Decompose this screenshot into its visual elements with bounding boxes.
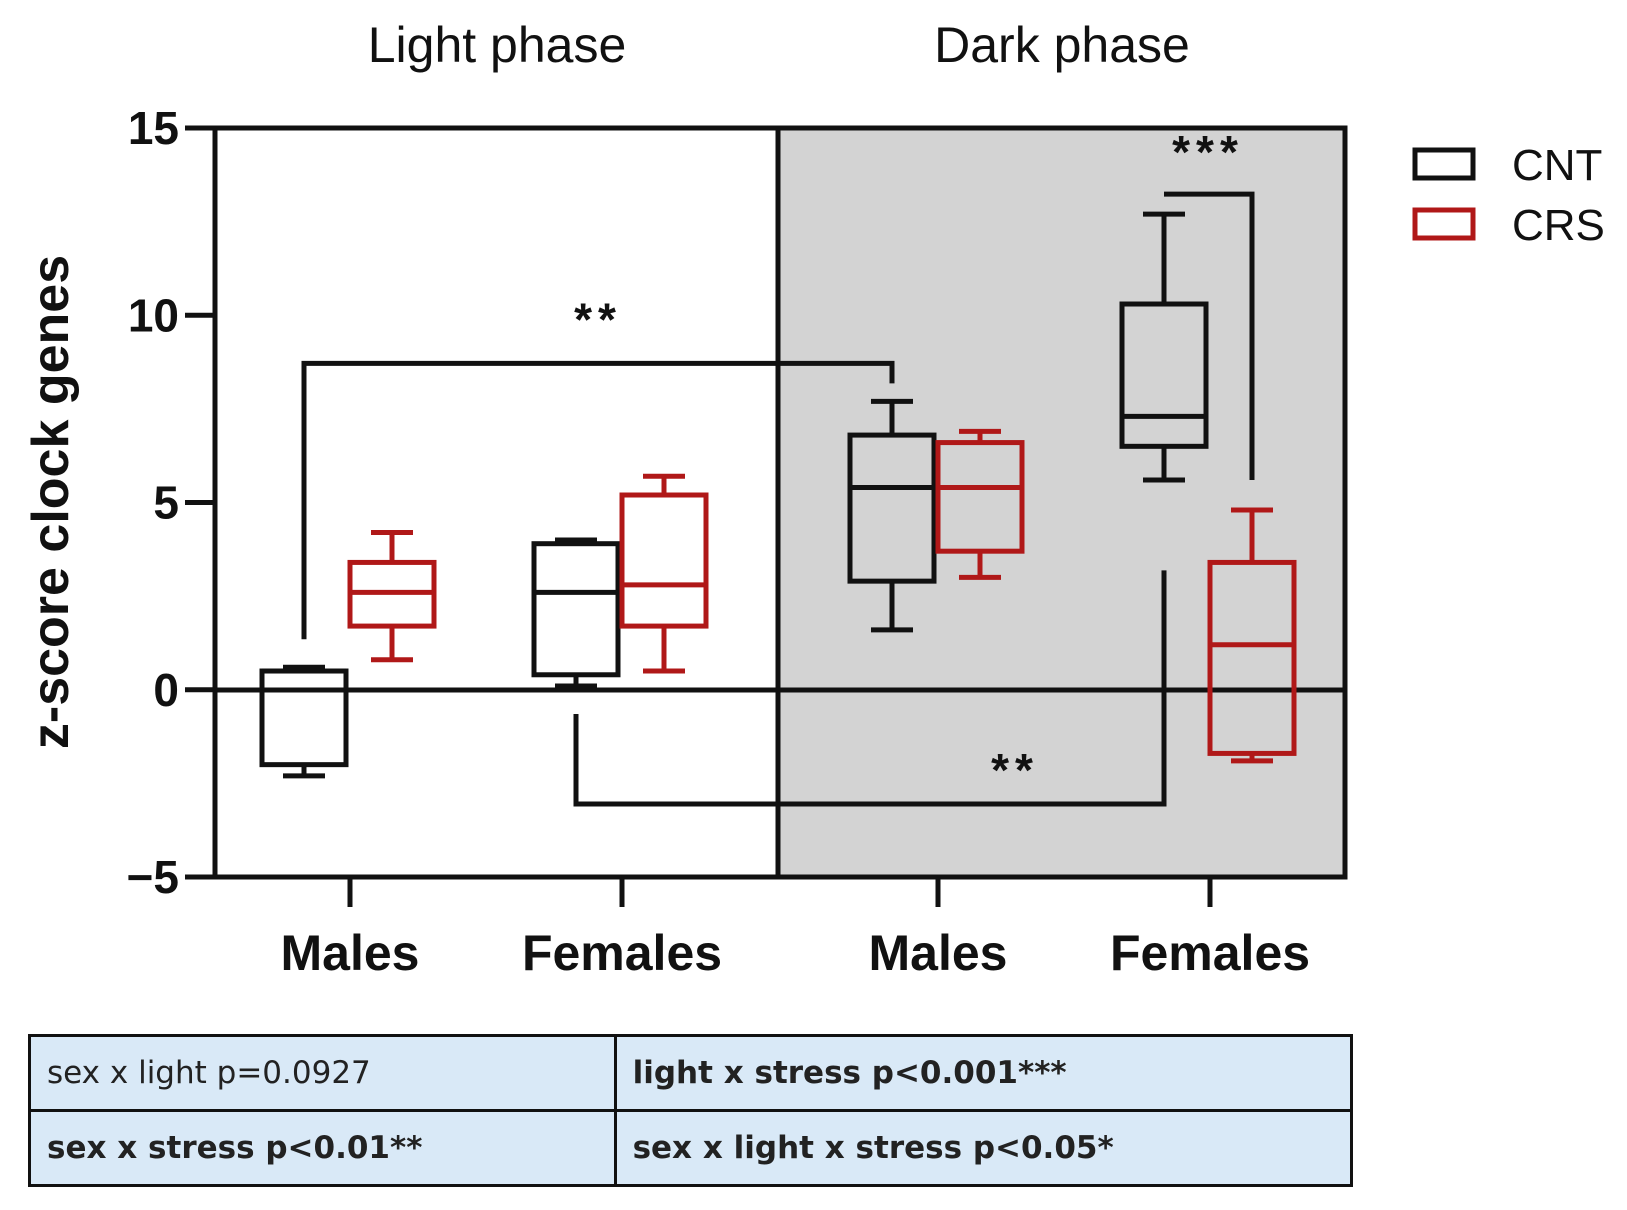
significance-bracket xyxy=(1164,191,1255,480)
x-tick-label: Females xyxy=(1110,925,1310,981)
y-tick-label: 15 xyxy=(128,102,179,154)
y-tick-label: −5 xyxy=(127,851,179,903)
y-axis-label: z-score clock genes xyxy=(22,255,80,749)
x-tick-label: Males xyxy=(869,925,1008,981)
box-iqr xyxy=(935,440,1025,554)
x-tick-label: Females xyxy=(522,925,722,981)
phase-title-light: Light phase xyxy=(368,17,627,73)
box-iqr xyxy=(847,432,937,584)
x-axis: Males Females Males Females xyxy=(281,877,1310,981)
significance-bracket xyxy=(573,570,1167,807)
stats-cell: sex x light x stress p<0.05* xyxy=(613,1109,1354,1187)
box-iqr xyxy=(1119,301,1209,449)
stats-cell: light x stress p<0.001*** xyxy=(613,1034,1354,1112)
phase-title-dark: Dark phase xyxy=(934,17,1190,73)
significance-layer: ******* xyxy=(301,126,1255,807)
y-axis: 15 10 5 0 −5 xyxy=(127,102,215,903)
stats-cell: sex x stress p<0.01** xyxy=(28,1109,617,1187)
box-iqr xyxy=(531,541,621,678)
stats-row: sex x stress p<0.01** sex x light x stre… xyxy=(28,1109,1354,1187)
box-crs xyxy=(935,428,1025,580)
significance-bracket xyxy=(301,360,895,640)
y-tick-label: 5 xyxy=(153,477,179,529)
box-cnt xyxy=(531,537,621,689)
y-tick-label: 0 xyxy=(153,664,179,716)
legend-swatch-cnt xyxy=(1412,147,1476,181)
stats-table: sex x light p=0.0927 light x stress p<0.… xyxy=(28,1034,1354,1187)
dark-phase-shading xyxy=(778,128,1345,877)
legend: CNT CRS xyxy=(1412,141,1605,250)
box-layer xyxy=(259,211,1297,779)
stats-row: sex x light p=0.0927 light x stress p<0.… xyxy=(28,1034,1354,1112)
box-cnt xyxy=(259,664,349,779)
box-crs xyxy=(619,473,709,674)
box-cnt xyxy=(1119,211,1209,483)
box-crs xyxy=(1207,507,1297,764)
significance-label: ** xyxy=(991,744,1039,796)
box-cnt xyxy=(847,398,937,633)
box-iqr xyxy=(259,668,349,768)
box-iqr xyxy=(1207,559,1297,756)
y-tick-label: 10 xyxy=(128,289,179,341)
significance-label: ** xyxy=(574,293,622,345)
significance-label: *** xyxy=(1172,126,1244,178)
legend-label-cnt: CNT xyxy=(1512,141,1602,190)
stats-cell: sex x light p=0.0927 xyxy=(28,1034,617,1112)
legend-swatch-crs xyxy=(1412,207,1476,241)
box-crs xyxy=(347,529,437,663)
box-iqr xyxy=(619,492,709,629)
x-tick-label: Males xyxy=(281,925,420,981)
legend-label-crs: CRS xyxy=(1512,201,1605,250)
